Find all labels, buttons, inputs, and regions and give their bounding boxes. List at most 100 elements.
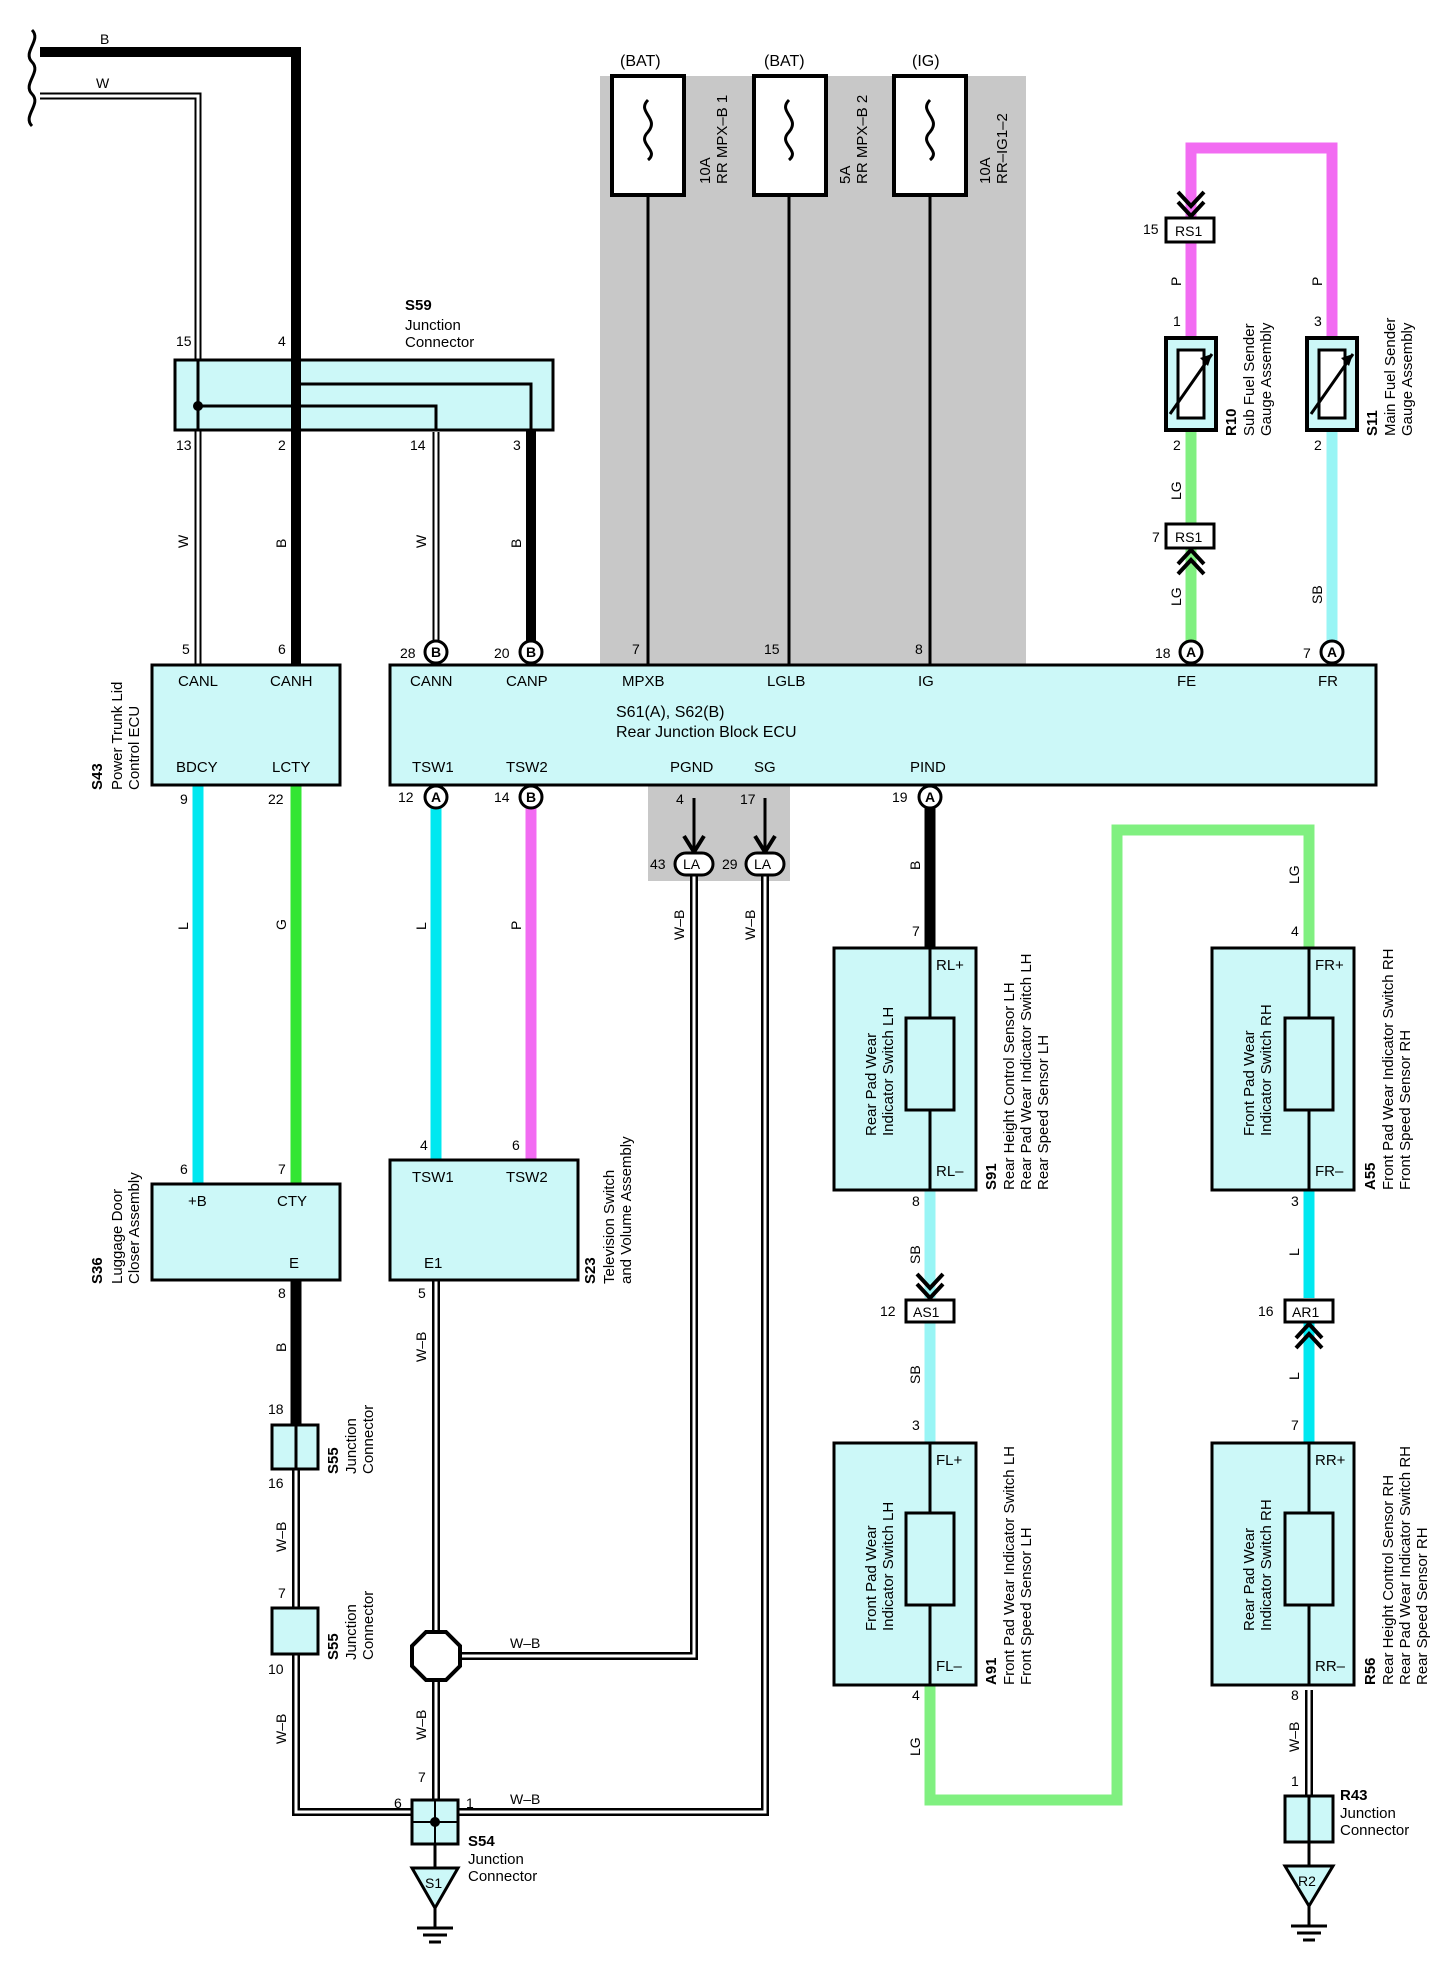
connector-letter: A [1327,644,1337,660]
s91-line2: Rear Pad Wear Indicator Switch LH [1018,954,1035,1191]
as1-connector: AS1 [904,1272,956,1324]
wire-p-loop [1185,142,1338,338]
fuse-rr-mpx-b1: (BAT) 10A RR MPX–B 1 [610,53,731,197]
r10-id: R10 [1223,408,1240,436]
r56-line1: Rear Height Control Sensor RH [1380,1475,1397,1685]
s55-line1: Junction [343,1604,360,1660]
wire-wb-group [292,866,1313,1816]
splice-octagon [410,1630,462,1682]
pin-number: 43 [650,856,666,872]
fuse-name: RR–IG1–2 [994,113,1011,184]
circle-connector-a-18: A [1178,639,1204,665]
ar1-label: AR1 [1292,1304,1319,1320]
connector-letter: B [526,644,536,660]
s43-pin-canh: CANH [270,673,313,690]
pin-number: 28 [400,645,416,661]
s23-pin-tsw1: TSW1 [412,1169,454,1186]
la-connector-43: LA [673,834,715,877]
fuse-source-label: (BAT) [620,53,661,70]
s91-pin-rl-plus: RL+ [936,957,964,974]
pin-number: 18 [268,1401,284,1417]
pin-number: 14 [494,789,510,805]
pin-number: 9 [180,791,188,807]
s36-id: S36 [89,1257,106,1284]
s59-line1: Junction [405,317,461,334]
r43-id: R43 [1340,1787,1368,1804]
connector-letter: B [431,644,441,660]
s91-line1: Rear Height Control Sensor LH [1001,982,1018,1190]
ground-s1-icon: S1 [409,1866,461,1944]
pin-number: 16 [1258,1303,1274,1319]
fuse-source-label: (BAT) [764,53,805,70]
s36-luggage-door-closer: +B CTY E S36 Luggage Door Closer Assembl… [89,1172,342,1284]
circle-connector-a-7: A [1319,639,1345,665]
r56-rear-rh-sensor: RR+ RR– Rear Pad Wear Indicator Switch R… [1210,1441,1431,1687]
ecu-pin-ig: IG [918,673,934,690]
ecu-pin-tsw1: TSW1 [412,759,454,776]
r10-line2: Gauge Assembly [1258,322,1275,436]
a55-pin-fr-plus: FR+ [1315,957,1344,974]
ecu-pin-fr: FR [1318,673,1338,690]
wire-lg-loop [924,824,1315,1806]
pin-number: 3 [513,437,521,453]
s91-rear-lh-sensor: RL+ RL– Rear Pad Wear Indicator Switch L… [832,946,1052,1192]
ecu-pin-cann: CANN [410,673,453,690]
ecu-pin-mpxb: MPXB [622,673,665,690]
s23-pin-e1: E1 [424,1255,442,1272]
pin-number: 3 [1291,1193,1299,1209]
s54-line1: Junction [468,1851,524,1868]
as1-label: AS1 [913,1304,940,1320]
pin-number: 3 [1314,313,1322,329]
wire-break-symbol [27,28,37,128]
s54-line2: Connector [468,1868,537,1885]
connector-letter: B [526,789,536,805]
s54-id: S54 [468,1833,495,1850]
wire-label: W–B [413,1332,429,1362]
pin-number: 4 [912,1687,920,1703]
wire-b-main [40,47,301,665]
a55-line1: Front Pad Wear Indicator Switch RH [1380,949,1397,1190]
a55-front-rh-sensor: FR+ FR– Front Pad Wear Indicator Switch … [1210,946,1414,1192]
s55-id: S55 [325,1447,342,1474]
wire-label: W–B [273,1522,289,1552]
wire-label: P [1309,277,1325,286]
pin-number: 7 [1303,645,1311,661]
s59-id: S59 [405,297,432,314]
pin-number: 7 [632,641,640,657]
rs1-connector-top: RS1 [1164,190,1216,244]
wire-label: SB [907,1365,923,1384]
ar1-connector: AR1 [1283,1298,1335,1350]
s54-junction-connector: S54 Junction Connector [410,1798,537,1885]
r56-pin-rr-minus: RR– [1315,1658,1346,1675]
ecu-pin-fe: FE [1177,673,1196,690]
s59-junction-connector: S59 Junction Connector [173,297,555,432]
s55-id: S55 [325,1633,342,1660]
wire-label: W [413,534,429,548]
rs1-label: RS1 [1175,223,1202,239]
circle-connector-b-14: B [518,784,544,810]
r56-line2: Rear Pad Wear Indicator Switch RH [1397,1446,1414,1685]
a91-inner2: Indicator Switch LH [880,1502,897,1631]
s55-line1: Junction [343,1418,360,1474]
wire-label: B [508,539,524,548]
connector-letter: A [1186,644,1196,660]
wire-label: LG [1168,481,1184,500]
s91-inner1: Rear Pad Wear [863,1033,880,1136]
ecu-id: S61(A), S62(B) [616,704,724,721]
rear-junction-block-ecu: CANN CANP MPXB LGLB IG FE FR S61(A), S62… [388,663,1378,787]
s59-line2: Connector [405,334,474,351]
s36-line1: Luggage Door [109,1189,126,1284]
a91-line2: Front Speed Sensor LH [1018,1527,1035,1685]
pin-number: 7 [1152,529,1160,545]
pin-number: 3 [912,1417,920,1433]
a55-line2: Front Speed Sensor RH [1397,1030,1414,1190]
circle-connector-a-12: A [423,784,449,810]
wire-label: B [907,861,923,870]
connector-letter: A [925,789,935,805]
wire-label: W–B [413,1710,429,1740]
pin-number: 7 [418,1769,426,1785]
pin-number: 1 [466,1795,474,1811]
pin-number: 7 [1291,1417,1299,1433]
pin-numbers: 15 4 13 2 14 3 5 6 28 20 7 15 8 18 7 15 … [176,221,1322,1811]
